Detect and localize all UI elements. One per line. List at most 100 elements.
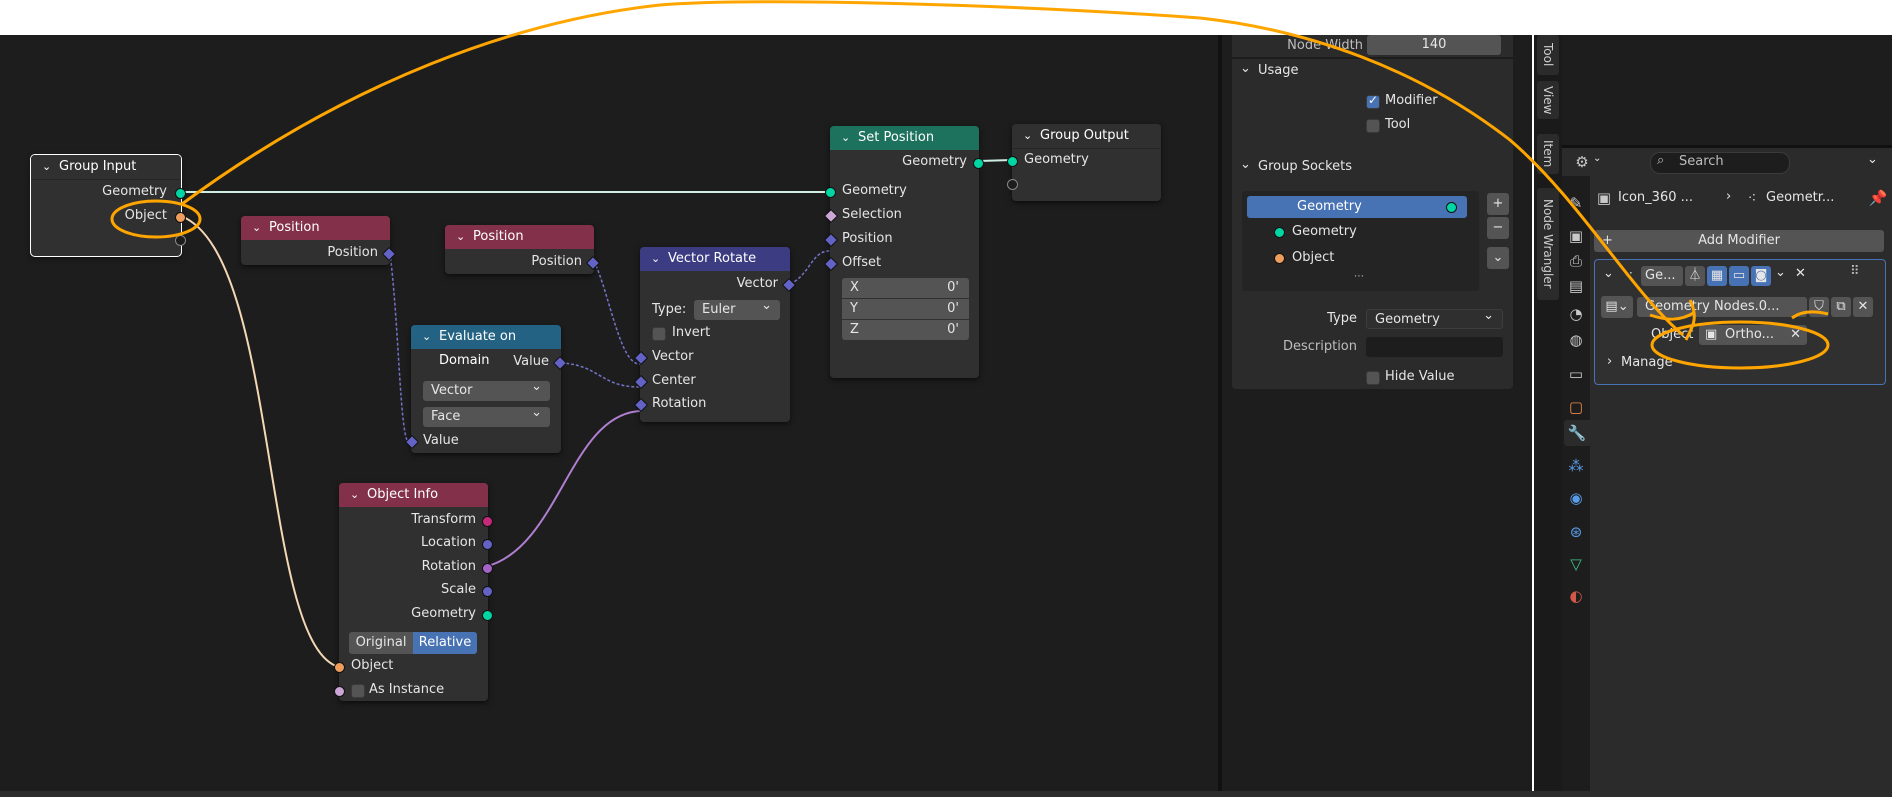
duplicate-icon[interactable]: ⧉: [1831, 297, 1851, 317]
node-header[interactable]: ⌄ Group Input: [31, 155, 181, 180]
output-icon[interactable]: ⎙: [1569, 252, 1582, 270]
chevron-down-icon[interactable]: ⌄: [252, 221, 262, 234]
scene-icon[interactable]: ◔: [1569, 305, 1583, 323]
object-input-field[interactable]: ▣ Ortho... ✕: [1699, 325, 1807, 345]
vector-socket[interactable]: [482, 539, 493, 550]
tab-view[interactable]: View: [1537, 81, 1559, 119]
geometry-socket[interactable]: [1007, 156, 1018, 167]
description-field[interactable]: [1366, 337, 1503, 357]
node-group-field[interactable]: Geometry Nodes.0...: [1637, 297, 1807, 317]
matrix-socket[interactable]: [482, 516, 493, 527]
node-header[interactable]: ⌄ Vector Rotate: [640, 247, 790, 271]
chevron-down-icon[interactable]: ⌄: [422, 330, 432, 343]
chevron-down-icon[interactable]: ⌄: [1775, 265, 1786, 280]
list-item-selected[interactable]: Geometry: [1247, 196, 1467, 218]
on-cage-icon[interactable]: ▦: [1707, 266, 1727, 286]
socket-menu-button[interactable]: ⌄: [1487, 247, 1509, 269]
offset-y-field[interactable]: Y 0': [842, 299, 969, 319]
particles-icon[interactable]: ⁂: [1568, 457, 1584, 475]
node-evaluate-on-domain[interactable]: ⌄ Evaluate on Domain Value Vector Face V…: [404, 325, 568, 453]
original-toggle[interactable]: Original: [349, 632, 413, 654]
offset-z-field[interactable]: Z 0': [842, 320, 969, 340]
geometry-socket[interactable]: [482, 610, 493, 621]
node-tree-type-button[interactable]: ▤⌄: [1601, 296, 1633, 318]
tab-node-wrangler[interactable]: Node Wrangler: [1537, 188, 1559, 300]
physics-icon[interactable]: ◉: [1569, 489, 1583, 507]
search-input[interactable]: ⌕ Search: [1650, 152, 1790, 174]
collection-icon[interactable]: ▭: [1568, 365, 1584, 383]
add-modifier-button[interactable]: + Add Modifier: [1594, 230, 1884, 252]
material-icon[interactable]: ◐: [1569, 587, 1583, 605]
data-type-dropdown[interactable]: Vector: [423, 377, 550, 401]
object-socket[interactable]: [175, 212, 186, 223]
chevron-down-icon[interactable]: ⌄: [1023, 129, 1033, 142]
node-header[interactable]: ⌄ Position: [445, 225, 594, 249]
hide-value-checkbox[interactable]: [1366, 371, 1380, 385]
chevron-down-icon[interactable]: ⌄: [350, 488, 360, 501]
data-icon[interactable]: ▽: [1570, 555, 1582, 573]
node-vector-rotate[interactable]: ⌄ Vector Rotate Vector Type: Euler Inver…: [633, 247, 797, 422]
clear-icon[interactable]: ✕: [1790, 327, 1801, 342]
tool-checkbox[interactable]: [1366, 119, 1380, 133]
modifier-name-field[interactable]: Ge...: [1641, 266, 1683, 286]
constraints-icon[interactable]: ⊛: [1569, 523, 1583, 541]
node-object-info[interactable]: ⌄ Object Info Transform Location Rotatio…: [334, 483, 493, 701]
tab-tool[interactable]: Tool: [1537, 35, 1559, 75]
socket-list[interactable]: Geometry Geometry Object ⋯: [1242, 191, 1479, 291]
empty-socket[interactable]: [1007, 179, 1018, 190]
node-header[interactable]: ⌄ Set Position: [830, 126, 979, 150]
boolean-socket[interactable]: [334, 686, 345, 697]
remove-socket-button[interactable]: −: [1487, 217, 1509, 239]
modifier-tab-active[interactable]: 🔧: [1564, 420, 1590, 446]
invert-checkbox[interactable]: [652, 327, 666, 341]
node-position-2[interactable]: ⌄ Position Position: [445, 225, 601, 274]
socket-name[interactable]: Object: [1292, 250, 1335, 265]
node-group-output[interactable]: ⌄ Group Output Geometry: [1007, 124, 1161, 201]
object-socket[interactable]: [334, 662, 345, 673]
rotation-socket[interactable]: [482, 563, 493, 574]
area-divider[interactable]: [1218, 35, 1222, 797]
geometry-socket[interactable]: [175, 188, 186, 199]
node-group-input[interactable]: ⌄ Group Input Geometry Object: [30, 154, 186, 257]
world-icon[interactable]: ◍: [1569, 331, 1583, 349]
node-header[interactable]: ⌄ Evaluate on Domain: [411, 325, 561, 368]
pin-icon[interactable]: 📌: [1868, 189, 1888, 207]
offset-x-field[interactable]: X 0': [842, 278, 969, 298]
chevron-right-icon[interactable]: ›: [1607, 354, 1613, 369]
node-header[interactable]: ⌄ Object Info: [339, 483, 488, 507]
node-editor-canvas[interactable]: ⌄ Group Input Geometry Object ⌄ Position…: [0, 35, 1222, 797]
viewport-icon[interactable]: ▭: [1729, 266, 1749, 286]
chevron-down-icon[interactable]: ⌄: [42, 160, 52, 173]
unlink-icon[interactable]: ✕: [1853, 297, 1873, 317]
domain-dropdown[interactable]: Face: [423, 403, 550, 427]
node-width-field[interactable]: 140: [1367, 35, 1501, 55]
camera-icon[interactable]: ◙: [1751, 266, 1771, 286]
as-instance-checkbox[interactable]: [351, 684, 365, 698]
relative-toggle[interactable]: Relative: [413, 632, 477, 654]
tab-item[interactable]: Item: [1537, 134, 1559, 174]
chevron-down-icon[interactable]: ⌄: [456, 230, 466, 243]
rotation-type-dropdown[interactable]: Euler: [694, 296, 780, 320]
chevron-down-icon[interactable]: ⌄: [1593, 153, 1602, 164]
vector-socket[interactable]: [482, 586, 493, 597]
node-set-position[interactable]: ⌄ Set Position Geometry Geometry Selecti…: [823, 126, 984, 378]
chevron-down-icon[interactable]: ⌄: [841, 131, 851, 144]
chevron-down-icon[interactable]: ⌄: [1867, 152, 1878, 167]
edit-mode-icon[interactable]: ⏃: [1685, 266, 1705, 286]
socket-type-dropdown[interactable]: Geometry: [1366, 306, 1503, 329]
chevron-down-icon[interactable]: ⌄: [1240, 61, 1251, 76]
resize-handle-icon[interactable]: ⋯: [1354, 271, 1364, 282]
chevron-down-icon[interactable]: ⌄: [651, 252, 661, 265]
modifier-checkbox[interactable]: [1366, 93, 1380, 109]
geometry-socket[interactable]: [825, 187, 836, 198]
object-icon[interactable]: ▢: [1568, 398, 1584, 416]
close-icon[interactable]: ✕: [1795, 266, 1806, 281]
add-socket-button[interactable]: +: [1487, 193, 1509, 215]
geometry-socket[interactable]: [973, 158, 984, 169]
node-header[interactable]: ⌄ Position: [241, 216, 390, 240]
drag-handle-icon[interactable]: ⠿: [1850, 264, 1860, 279]
node-position-1[interactable]: ⌄ Position Position: [241, 216, 397, 265]
chevron-down-icon[interactable]: ⌄: [1240, 157, 1251, 172]
view-layer-icon[interactable]: ▤: [1568, 277, 1584, 295]
render-icon[interactable]: ▣: [1568, 227, 1584, 245]
